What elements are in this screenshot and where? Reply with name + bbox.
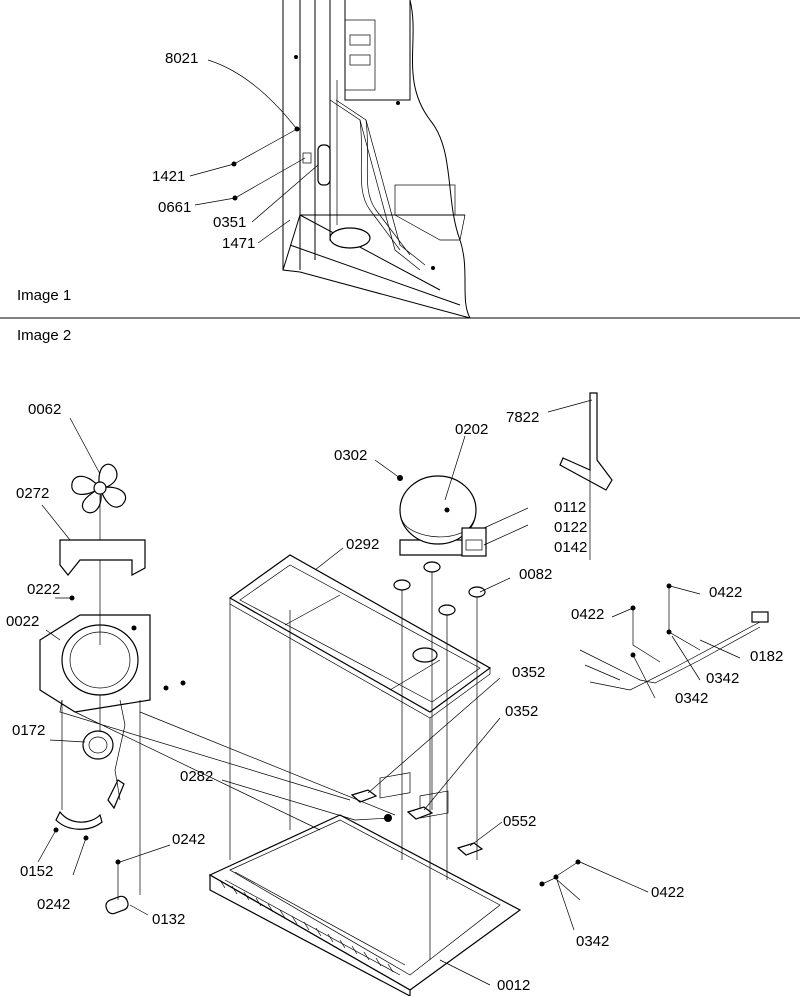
label-0342-upper: 0342 [706,670,739,687]
label-0352-upper: 0352 [512,664,545,681]
caption-image2: Image 2 [17,327,71,344]
label-0661: 0661 [158,199,191,216]
label-0242-right: 0242 [172,831,205,848]
label-0022: 0022 [6,613,39,630]
label-0122: 0122 [554,519,587,536]
label-0152: 0152 [20,863,53,880]
label-0082: 0082 [519,566,552,583]
label-0422-top: 0422 [709,584,742,601]
grommet-0082 [468,586,486,598]
compressor-sketch [329,227,371,249]
label-0142: 0142 [554,539,587,556]
label-0222: 0222 [27,581,60,598]
base-pan-0012 [208,772,522,996]
label-0202: 0202 [455,421,488,438]
label-0342-lower: 0342 [675,690,708,707]
label-1471: 1471 [222,235,255,252]
label-0172: 0172 [12,722,45,739]
label-0282: 0282 [180,768,213,785]
label-0422-left: 0422 [571,606,604,623]
label-0012: 0012 [497,977,530,994]
label-0292: 0292 [346,536,379,553]
compressor-0202 [399,475,487,557]
drier-filter [317,144,331,186]
bracket-7822 [559,392,613,491]
caption-image1: Image 1 [17,287,71,304]
label-1421: 1421 [152,168,185,185]
label-0242-left: 0242 [37,896,70,913]
image2-drawing [37,392,769,996]
capacitor-0132 [105,895,129,915]
label-0422-bottom: 0422 [651,884,684,901]
image1-drawing [189,0,471,319]
label-0302: 0302 [334,447,367,464]
label-0552: 0552 [503,813,536,830]
label-0182: 0182 [750,648,783,665]
fan-blade [71,463,127,514]
fan-shroud-0272 [59,539,146,577]
label-0351: 0351 [213,214,246,231]
fan-motor-0172 [82,730,114,760]
label-0272: 0272 [16,485,49,502]
label-7822: 7822 [506,409,539,426]
label-8021: 8021 [165,50,198,67]
label-0352-lower: 0352 [505,703,538,720]
label-0112: 0112 [554,499,586,516]
label-0132: 0132 [152,911,185,928]
label-0342-bottom: 0342 [576,933,609,950]
label-0062: 0062 [28,401,61,418]
